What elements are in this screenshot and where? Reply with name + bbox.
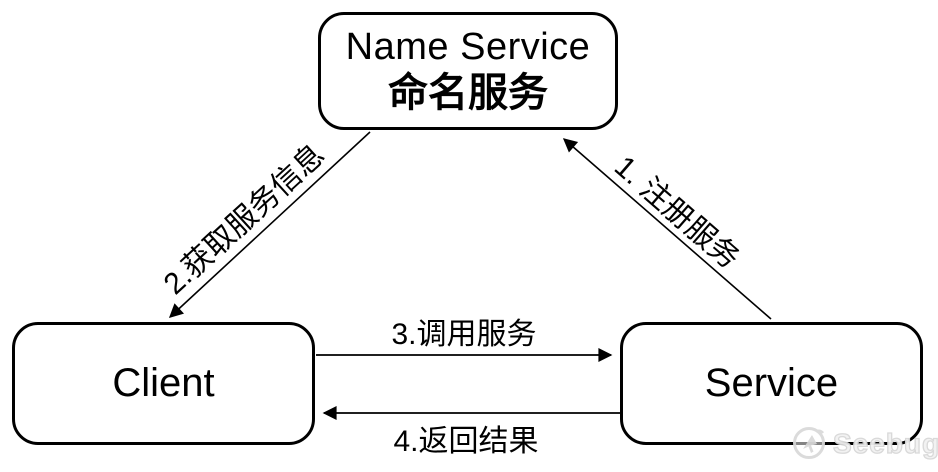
- node-name-service-subtitle: 命名服务: [388, 70, 548, 115]
- edge-label-call: 3.调用服务: [391, 318, 537, 351]
- node-service: Service: [620, 322, 923, 445]
- seebug-logo-icon: [793, 427, 825, 459]
- node-name-service: Name Service 命名服务: [318, 12, 618, 130]
- node-client-label: Client: [112, 361, 215, 405]
- edge-label-return: 4.返回结果: [393, 425, 539, 458]
- node-name-service-title: Name Service: [345, 26, 591, 69]
- node-client: Client: [12, 322, 315, 445]
- edge-label-register: 1. 注册服务: [608, 149, 746, 276]
- node-service-label: Service: [704, 361, 839, 405]
- seebug-watermark: Seebug: [791, 424, 938, 464]
- seebug-watermark-text: Seebug: [832, 427, 938, 459]
- edge-label-fetch: 2.获取服务信息: [157, 138, 332, 302]
